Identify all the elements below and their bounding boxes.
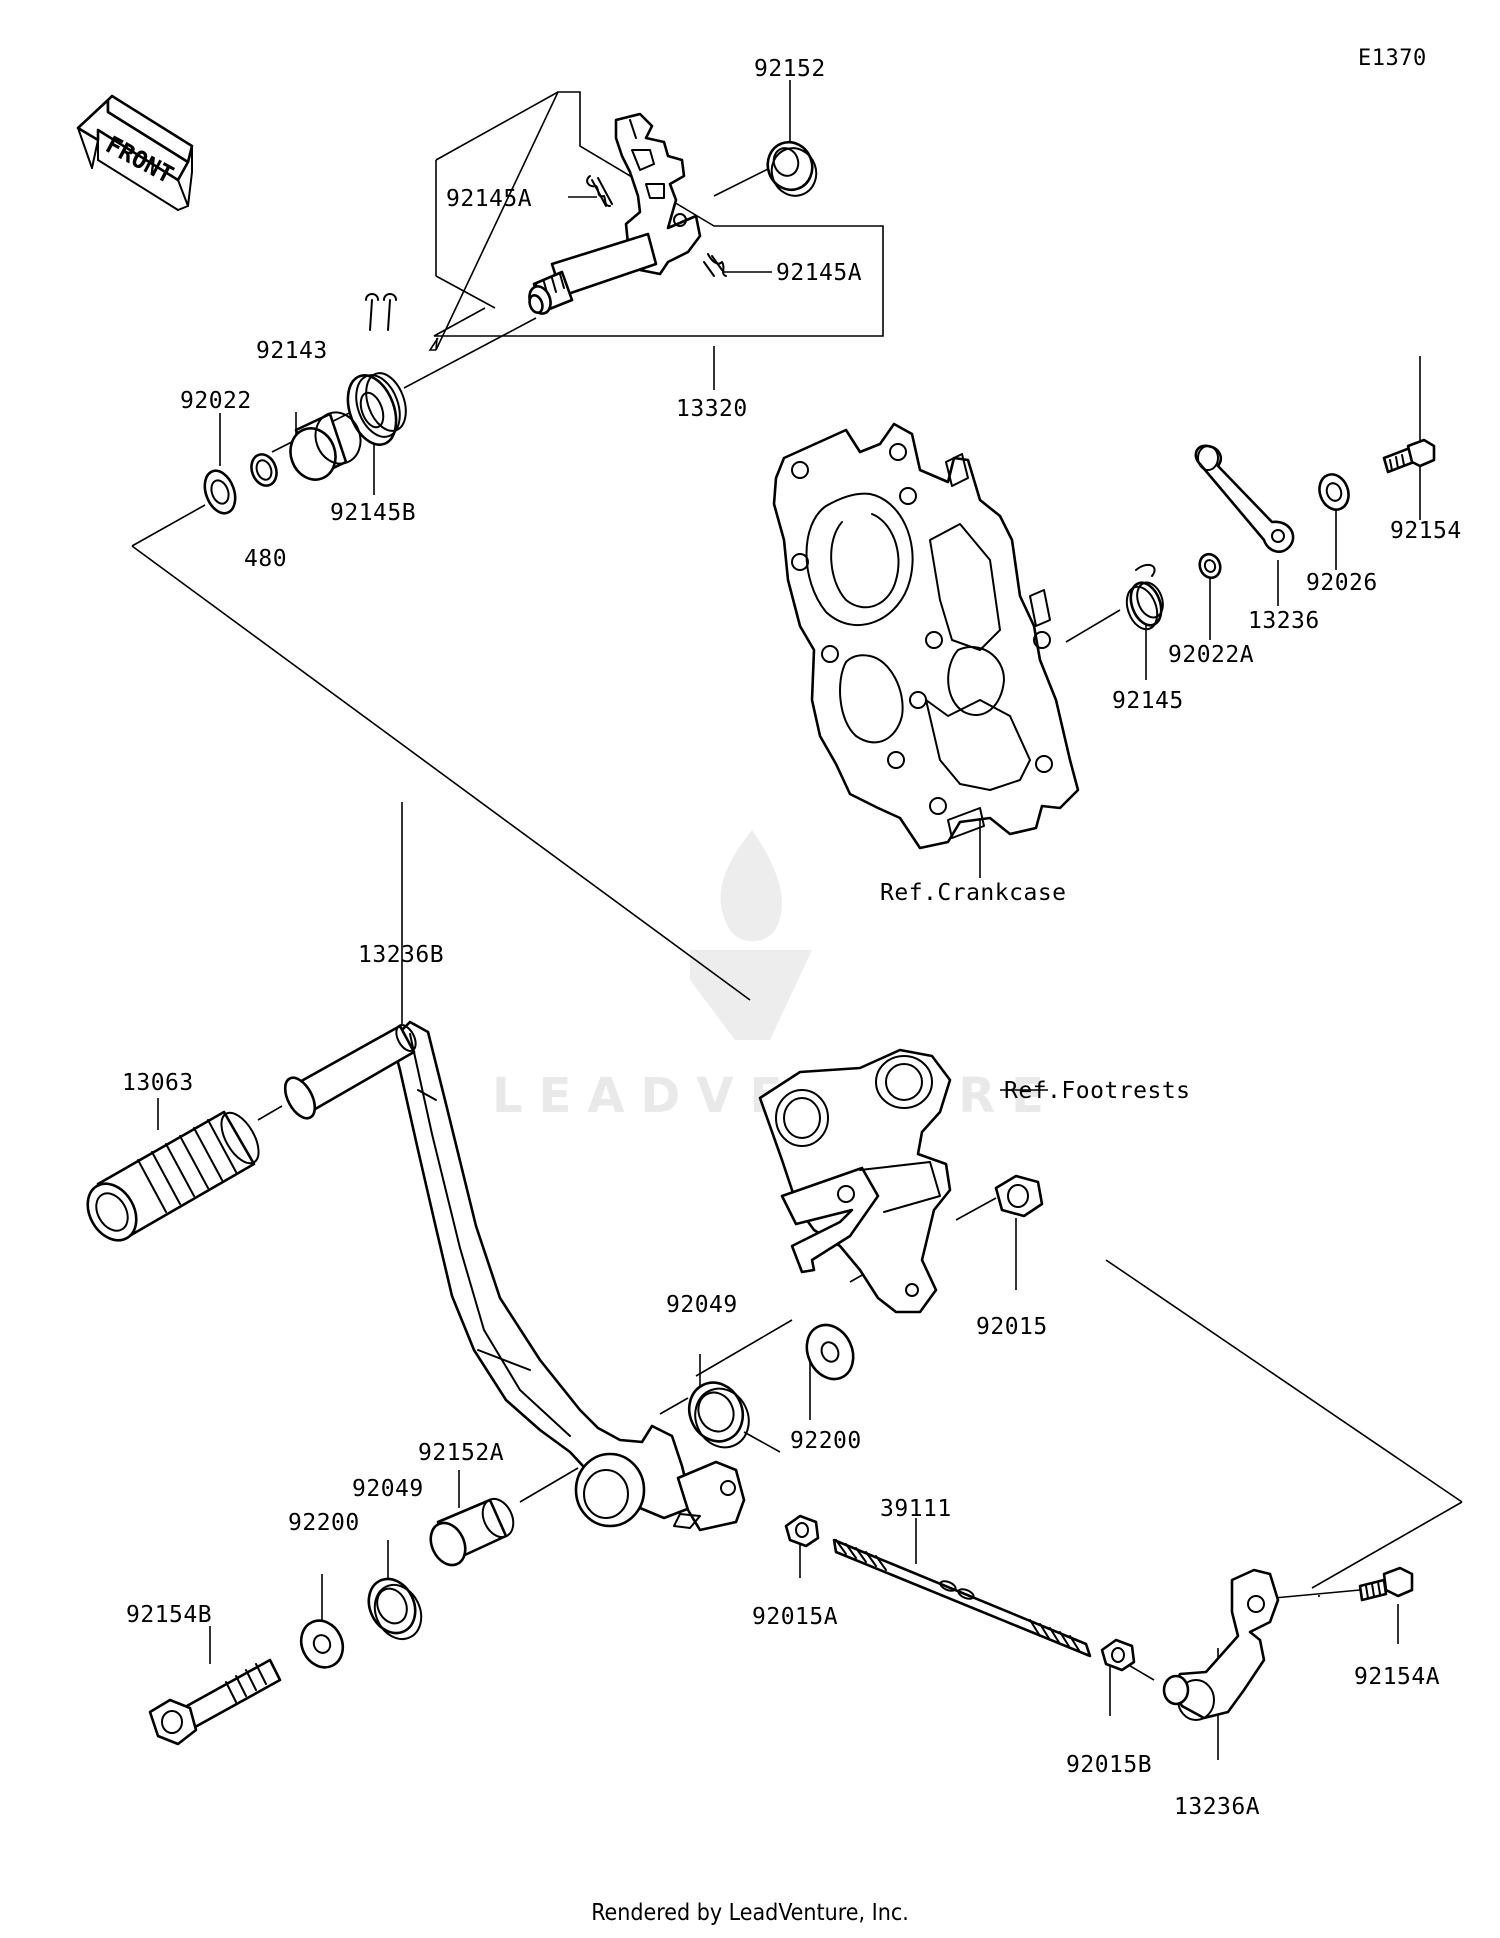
reference-footrests: Ref.Footrests <box>1004 1078 1191 1104</box>
part-label-92145b: 92145B <box>330 500 417 526</box>
part-label-13236a: 13236A <box>1174 1794 1261 1820</box>
part-label-92154a: 92154A <box>1354 1664 1441 1690</box>
seal-92049-lower <box>367 1577 423 1641</box>
shift-rod-39111 <box>832 1538 1092 1658</box>
part-label-13063: 13063 <box>122 1070 194 1096</box>
part-label-92145: 92145 <box>1112 688 1184 714</box>
seal-92049-upper <box>687 1381 750 1449</box>
arm-13236 <box>1194 444 1295 553</box>
reference-crankcase: Ref.Crankcase <box>880 880 1067 906</box>
part-label-92152: 92152 <box>754 56 826 82</box>
nut-92015 <box>994 1174 1044 1218</box>
spring-92145 <box>1125 563 1164 631</box>
washer-92022a <box>1198 552 1222 580</box>
part-label-39111: 39111 <box>880 1496 952 1522</box>
part-label-13236b: 13236B <box>358 942 445 968</box>
crankcase-cover <box>772 422 1080 850</box>
seal-92152 <box>766 140 818 197</box>
part-label-92145a-lower: 92145A <box>776 260 863 286</box>
part-label-92145a-upper: 92145A <box>446 186 533 212</box>
part-label-92200-lower: 92200 <box>288 1510 360 1536</box>
watermark-logo <box>690 830 812 1040</box>
washer-92200-upper <box>805 1323 855 1381</box>
rubber-13063 <box>86 1110 260 1242</box>
nut-92015b <box>1100 1638 1136 1672</box>
washer-92200-lower <box>299 1619 345 1669</box>
part-label-92026: 92026 <box>1306 570 1378 596</box>
leader-lines <box>131 80 1463 1760</box>
front-arrow-icon: FRONT <box>76 94 194 211</box>
arm-13236a <box>1162 1568 1280 1721</box>
shift-pedal-13236b <box>283 1020 746 1532</box>
spring-92145a-upper <box>586 175 613 207</box>
diagram-id: E1370 <box>1358 46 1427 71</box>
part-label-92154b: 92154B <box>126 1602 213 1628</box>
part-label-13320: 13320 <box>676 396 748 422</box>
part-label-92049-lower: 92049 <box>352 1476 424 1502</box>
bolt-92154 <box>1382 438 1436 474</box>
part-label-92152a: 92152A <box>418 1440 505 1466</box>
part-label-92022: 92022 <box>180 388 252 414</box>
footer-credit: Rendered by LeadVenture, Inc. <box>591 1900 909 1926</box>
bolt-92154b <box>148 1658 282 1746</box>
washer-92022 <box>203 469 237 515</box>
washer-92026 <box>1318 473 1350 511</box>
part-label-92015a: 92015A <box>752 1604 839 1630</box>
nut-92015a <box>784 1514 820 1548</box>
bolt-92154a <box>1358 1566 1414 1602</box>
circlip-480 <box>250 453 278 487</box>
part-label-92022a: 92022A <box>1168 642 1255 668</box>
shift-shaft-assembly <box>528 112 727 315</box>
part-label-13236: 13236 <box>1248 608 1320 634</box>
part-label-92200-upper: 92200 <box>790 1428 862 1454</box>
part-label-92049-upper: 92049 <box>666 1292 738 1318</box>
collar-92152a <box>429 1497 515 1567</box>
part-label-92143: 92143 <box>256 338 328 364</box>
part-label-92015: 92015 <box>976 1314 1048 1340</box>
footrest-bracket <box>758 1048 952 1314</box>
spring-92145a-lower <box>703 253 727 277</box>
collar-92143 <box>289 411 362 481</box>
part-label-480: 480 <box>244 546 288 572</box>
part-label-92154: 92154 <box>1390 518 1462 544</box>
spring-92145b <box>346 293 407 446</box>
part-label-92015b: 92015B <box>1066 1752 1153 1778</box>
